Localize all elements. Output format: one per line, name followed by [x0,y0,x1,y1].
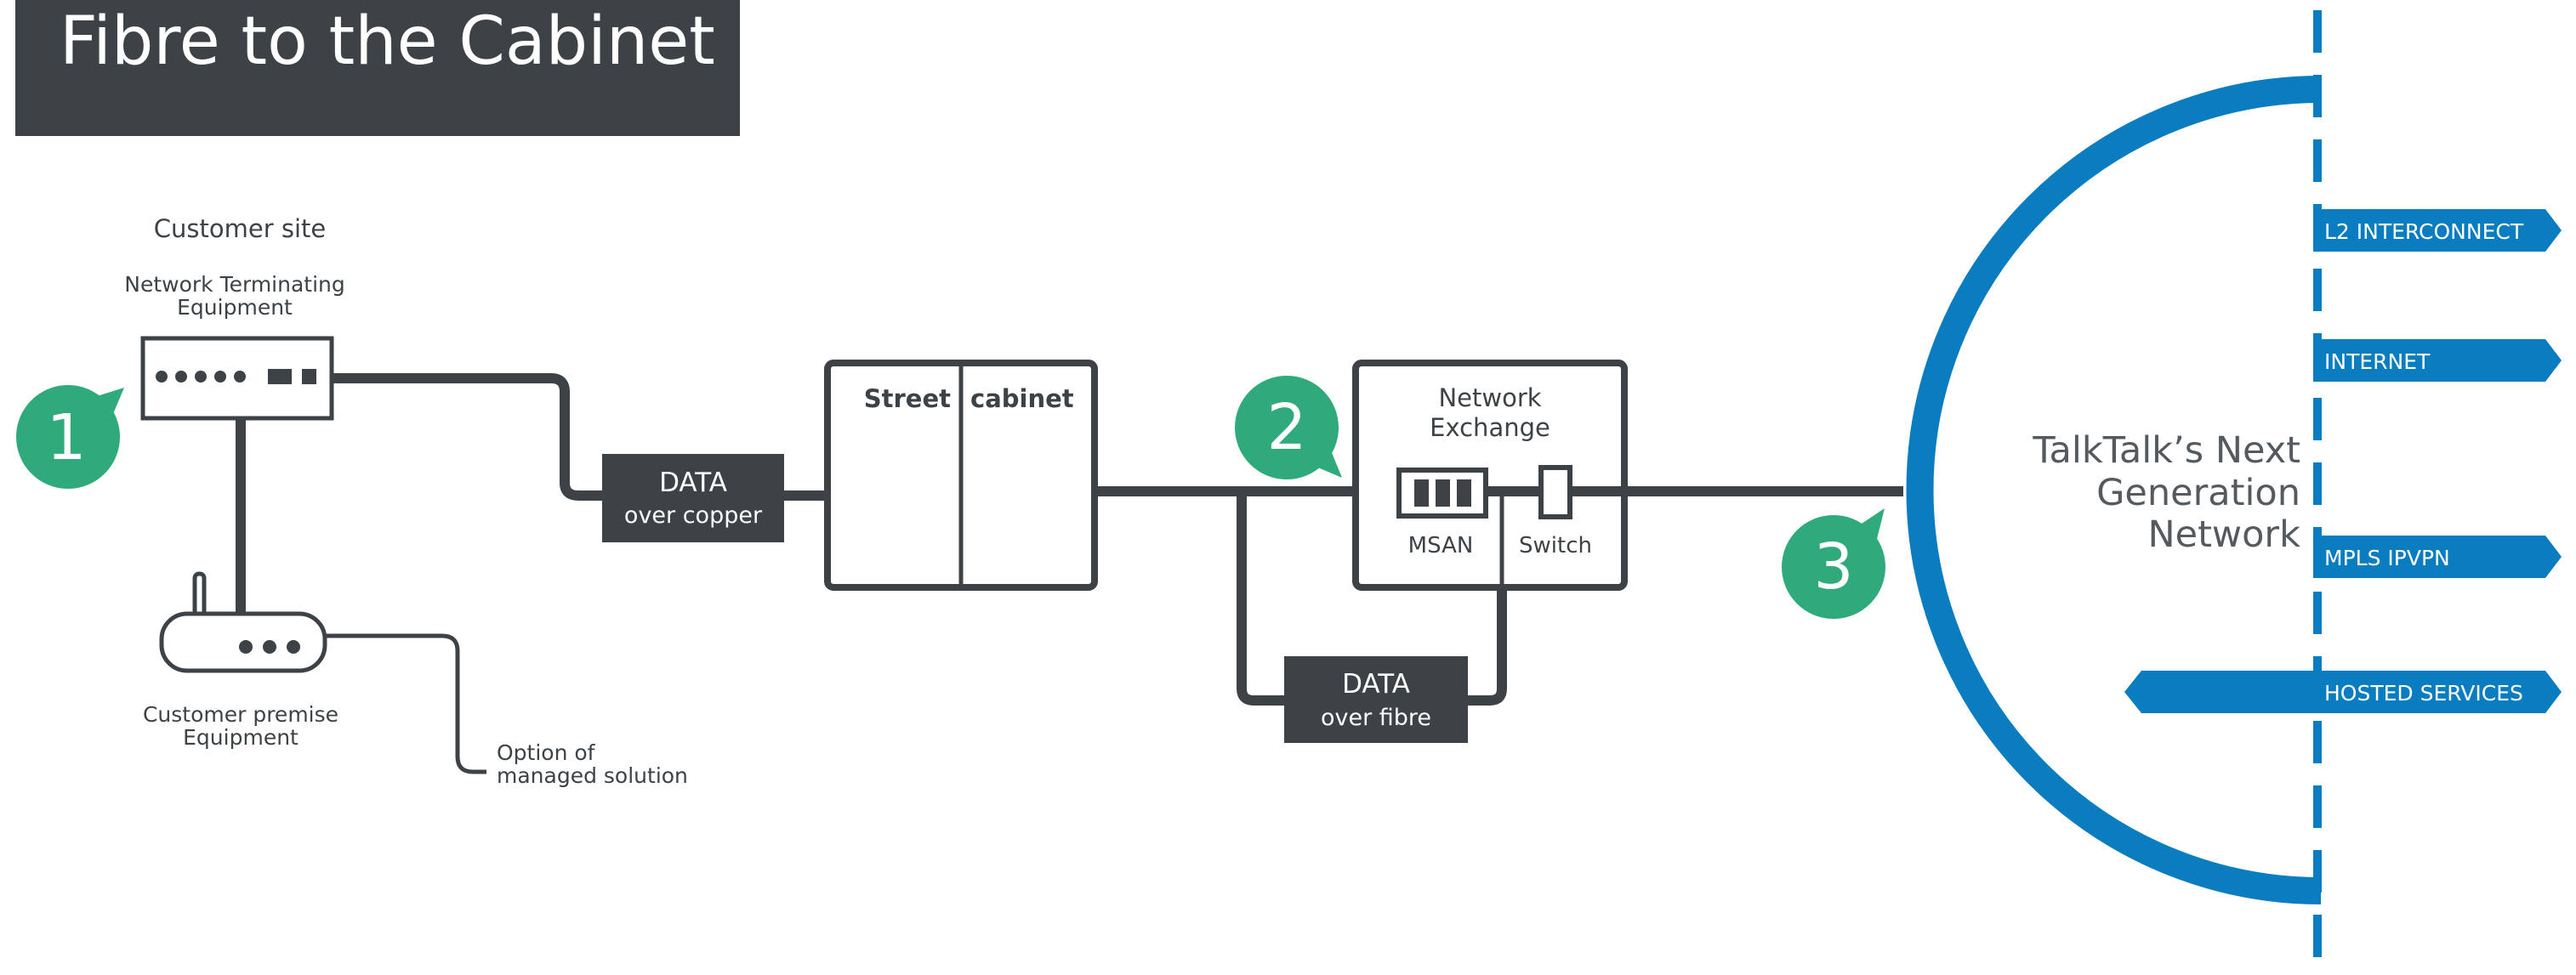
step-2-number: 2 [1266,391,1306,464]
nte-label-line1: Network Terminating [124,272,345,297]
service-tag-internet: INTERNET [2313,339,2562,382]
street-cabinet: Street cabinet [824,360,1098,591]
step-2-bubble: 2 [1235,376,1342,479]
nte-label-line2: Equipment [177,295,293,320]
step-1-number: 1 [46,401,86,474]
msan-label: MSAN [1408,533,1474,558]
network-label-line1: TalkTalk’s Next [2032,429,2300,472]
data-over-copper-box: DATA over copper [602,454,784,542]
page-title: Fibre to the Cabinet [60,3,715,80]
service-tag-label: HOSTED SERVICES [2324,681,2523,706]
network-arc [1906,76,2322,904]
connection-lines [236,373,1903,706]
cabinet-label-right: cabinet [970,384,1074,413]
title-banner [15,0,740,136]
router-icon [159,571,327,673]
network-label-line3: Network [2147,513,2300,556]
service-tag-label: MPLS IPVPN [2324,546,2450,570]
managed-solution-line [325,633,486,774]
data-fibre-line1: DATA [1342,669,1410,700]
data-fibre-line2: over fibre [1321,705,1431,731]
exchange-label-line1: Network [1438,383,1541,412]
option-label-line2: managed solution [497,763,688,788]
step-3-number: 3 [1813,530,1853,604]
data-copper-line1: DATA [659,468,727,498]
service-tag-mpls-ipvpn: MPLS IPVPN [2313,536,2562,578]
network-label-line2: Generation [2096,472,2300,514]
step-1-bubble: 1 [16,385,124,489]
customer-site-heading: Customer site [154,214,326,243]
network-terminating-equipment [140,336,334,421]
network-exchange: Network Exchange MSAN Switch [1352,360,1628,591]
cabinet-label-left: Street [864,384,951,413]
service-tag-hosted-services: HOSTED SERVICES [2124,671,2562,713]
service-tag-label: INTERNET [2324,349,2431,374]
data-copper-line2: over copper [624,502,763,529]
option-label-line1: Option of [497,740,596,765]
data-over-fibre-box: DATA over fibre [1284,656,1468,743]
cpe-label-line1: Customer premise [143,702,338,727]
exchange-label-line2: Exchange [1430,413,1550,442]
step-3-bubble: 3 [1782,508,1885,619]
cpe-label-line2: Equipment [183,725,299,750]
switch-label: Switch [1519,533,1592,558]
service-tag-label: L2 INTERCONNECT [2324,219,2524,244]
service-tag-l2-interconnect: L2 INTERCONNECT [2313,209,2562,252]
switch-unit [1538,465,1572,519]
